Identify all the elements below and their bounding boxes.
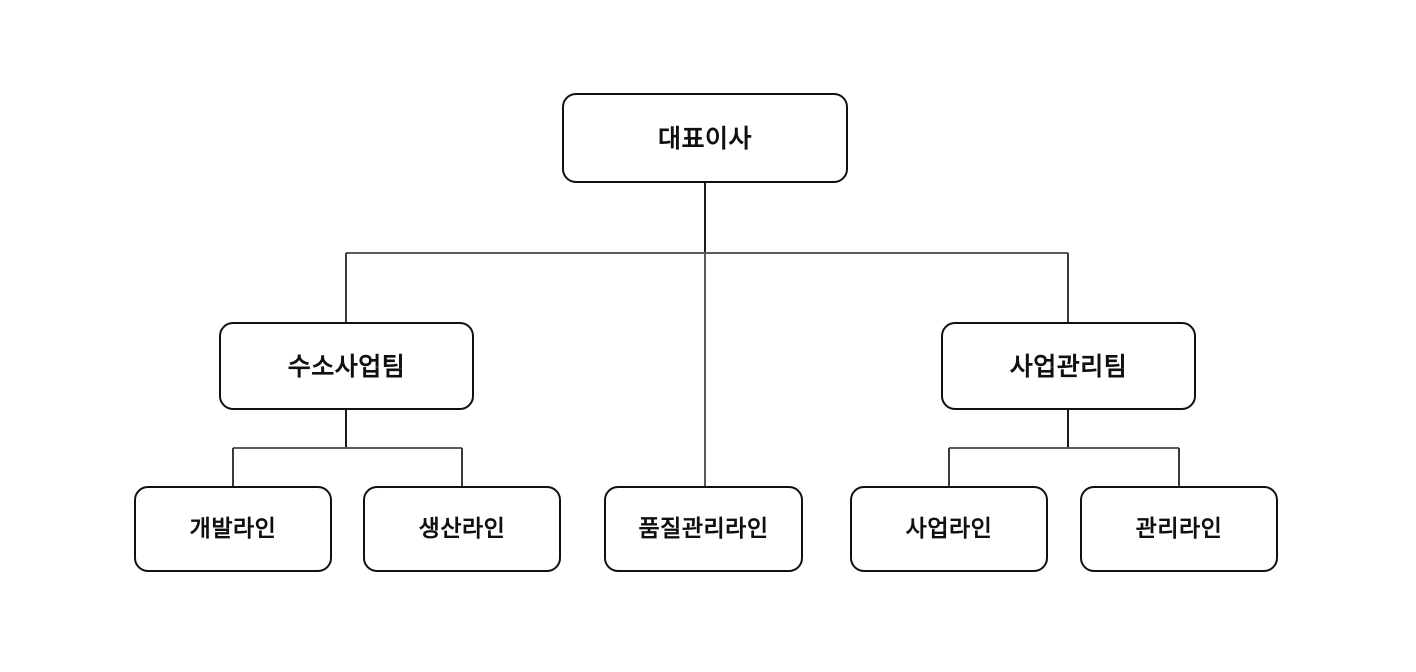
node-production-line-label: 생산라인 <box>418 515 506 542</box>
node-development-line-label: 개발라인 <box>189 515 277 542</box>
node-management-line[interactable]: 관리라인 <box>1080 486 1278 572</box>
node-hydrogen-business-team[interactable]: 수소사업팀 <box>219 322 474 410</box>
node-business-management-team[interactable]: 사업관리팀 <box>941 322 1196 410</box>
node-production-line[interactable]: 생산라인 <box>363 486 561 572</box>
node-business-line-label: 사업라인 <box>905 515 993 542</box>
node-business-management-team-label: 사업관리팀 <box>1009 351 1128 381</box>
node-management-line-label: 관리라인 <box>1135 515 1223 542</box>
node-hydrogen-business-team-label: 수소사업팀 <box>287 351 406 381</box>
node-quality-control-line[interactable]: 품질관리라인 <box>604 486 803 572</box>
node-quality-control-line-label: 품질관리라인 <box>638 515 769 542</box>
node-ceo-label: 대표이사 <box>657 123 752 153</box>
node-ceo[interactable]: 대표이사 <box>562 93 848 183</box>
node-business-line[interactable]: 사업라인 <box>850 486 1048 572</box>
node-development-line[interactable]: 개발라인 <box>134 486 332 572</box>
